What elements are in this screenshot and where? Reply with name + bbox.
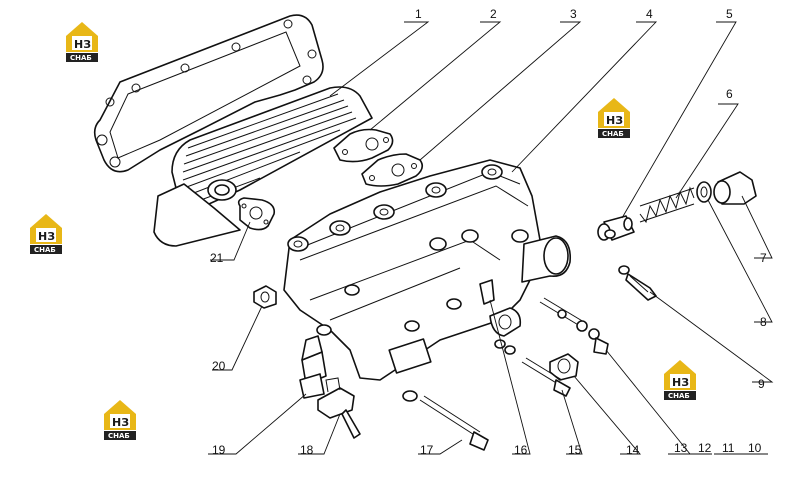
callout-4: 4: [646, 7, 653, 21]
callout-11: 11: [722, 441, 735, 455]
callout-7: 7: [760, 251, 767, 265]
callout-10: 10: [748, 441, 762, 455]
logo-caption: СНАБ: [668, 392, 690, 400]
logo-letters: НЗ: [672, 376, 689, 389]
fitting-18: [317, 377, 361, 439]
logo-caption: СНАБ: [70, 54, 92, 62]
logo-letters: НЗ: [112, 416, 129, 429]
plug-screw-7: [713, 171, 757, 205]
gasket-2: [333, 128, 394, 163]
callout-15: 15: [568, 443, 582, 457]
bolt-15: [521, 357, 571, 397]
relief-valve-spring-6: [639, 186, 695, 224]
callout-20: 20: [212, 359, 226, 373]
gasket-3: [361, 153, 424, 187]
callout-3: 3: [570, 7, 577, 21]
callout-18: 18: [300, 443, 314, 457]
oil-filter-housing: [283, 159, 572, 381]
callout-8: 8: [760, 315, 767, 329]
nut-20: [253, 285, 277, 309]
bolt-17: [402, 390, 489, 451]
callout-6: 6: [726, 87, 733, 101]
callout-16: 16: [514, 443, 528, 457]
callout-9: 9: [758, 377, 765, 391]
sensor-19: [299, 335, 327, 399]
callout-labels: 1 2 3 4 5 6 7 8 9 10 11 12 13 14 15 16 1…: [210, 7, 767, 457]
callout-5: 5: [726, 7, 733, 21]
watermark-logos: НЗ СНАБ НЗ СНАБ НЗ СНАБ НЗ СНАБ НЗ СНАБ: [30, 22, 696, 440]
snab-logo-5: НЗ СНАБ: [104, 400, 136, 440]
snab-logo-2: НЗ СНАБ: [598, 98, 630, 138]
callout-19: 19: [212, 443, 226, 457]
logo-caption: СНАБ: [108, 432, 130, 440]
relief-valve-piston-5: [597, 215, 635, 241]
bolt-9: [604, 229, 657, 301]
leader-lines: [208, 21, 774, 455]
logo-letters: НЗ: [74, 38, 91, 51]
oil-cooler-core: [153, 86, 373, 247]
snab-logo-4: НЗ СНАБ: [664, 360, 696, 400]
callout-14: 14: [626, 443, 640, 457]
callout-17: 17: [420, 443, 434, 457]
small-gasket-21: [237, 197, 276, 231]
logo-letters: НЗ: [38, 230, 55, 243]
callout-13: 13: [674, 441, 688, 455]
washers-16: [479, 279, 516, 355]
union-nut-14: [549, 353, 579, 381]
snab-logo-1: НЗ СНАБ: [66, 22, 98, 62]
logo-caption: СНАБ: [602, 130, 624, 138]
callout-2: 2: [490, 7, 497, 21]
oil-cooler-gasket: [93, 14, 324, 173]
logo-letters: НЗ: [606, 114, 623, 127]
sealing-washer-8: [696, 181, 712, 203]
bolt-10: [539, 297, 609, 355]
callout-12: 12: [698, 441, 712, 455]
callout-21: 21: [210, 251, 224, 265]
snab-logo-3: НЗ СНАБ: [30, 214, 62, 254]
callout-1: 1: [415, 7, 422, 21]
logo-caption: СНАБ: [34, 246, 56, 254]
